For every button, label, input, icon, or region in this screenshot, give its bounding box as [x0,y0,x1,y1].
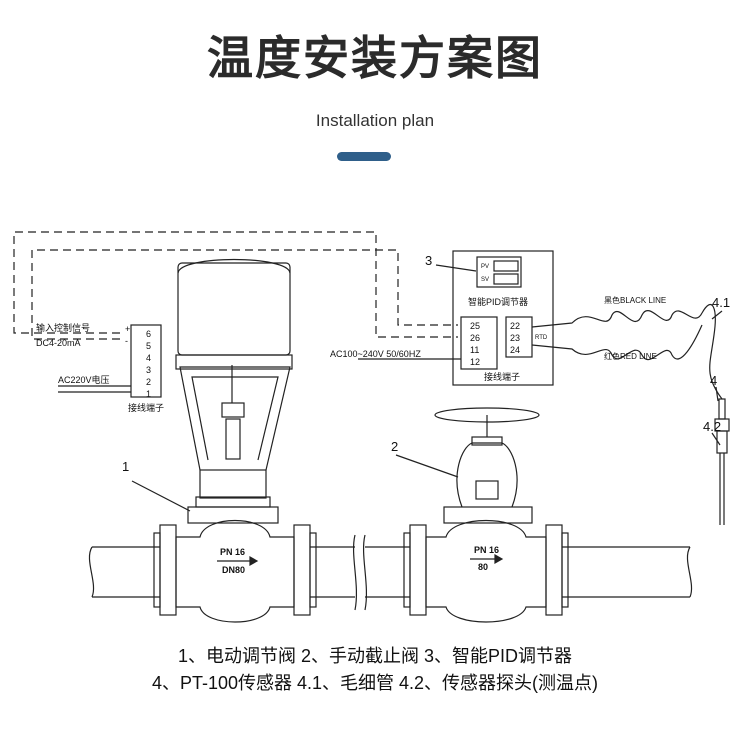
callout-1: 1 [122,459,129,474]
terminal-pin: 4 [146,353,151,363]
callout-2: 2 [391,439,398,454]
terminal-pin: 3 [146,365,151,375]
left-terminal-block [130,324,162,398]
pid-terminal: 24 [510,345,520,355]
pid-display [476,256,522,288]
red-wire-label: 红色RED LINE [604,351,657,361]
pid-power-label: AC100~240V 50/60HZ [330,349,421,359]
sensor-wires [531,310,703,328]
power-label: AC220V电压 [58,374,110,385]
terminal-pin: 6 [146,329,151,339]
manual-valve [403,407,569,623]
pid-pv-label: PV [481,264,489,270]
pid-terminal: 12 [470,357,480,367]
pid-terminal: 26 [470,333,480,343]
black-wire-label: 黑色BLACK LINE [604,295,666,305]
callout-3: 3 [425,253,432,268]
terminal-pin: 1 [146,389,151,399]
pid-terminal: 25 [470,321,480,331]
pid-caption: 智能PID调节器 [468,296,528,307]
accent-bar [337,152,391,161]
left-terminal-caption: 接线端子 [128,402,164,413]
signal-value: DC4-20mA [36,338,81,348]
legend-line-2: 4、PT-100传感器 4.1、毛细管 4.2、传感器探头(测温点) [151,673,599,693]
pipe-left [88,546,355,598]
pipe-right [352,534,693,611]
terminal-pin: 5 [146,341,151,351]
page-title: 温度安装方案图 [207,31,543,85]
pid-controller-box [452,250,554,386]
valve2-dn: 80 [478,562,488,572]
pid-sv-label: SV [481,277,489,283]
callout-4-2: 4.2 [703,419,721,434]
page-subtitle: Installation plan [315,111,435,130]
valve1-pn: PN 16 [220,547,245,557]
plus-sign: + [125,324,130,334]
minus-sign: - [125,336,128,346]
dashed-wiring [13,231,458,340]
valve2-pn: PN 16 [474,545,499,555]
pt100-sensor [714,398,730,525]
electric-valve [153,258,317,623]
signal-label: 输入控制信号 [36,322,90,333]
installation-diagram: 1 2 3 4.1 4 4.2 输入控制信号 DC4-20mA AC220V电压… [13,231,730,623]
callout-4: 4 [710,373,717,388]
pid-terminal-caption: 接线端子 [484,371,520,382]
pid-terminal: 22 [510,321,520,331]
callout-4-1: 4.1 [712,295,730,310]
valve1-dn: DN80 [222,565,245,575]
terminal-pin: 2 [146,377,151,387]
legend-line-1: 1、电动调节阀 2、手动截止阀 3、智能PID调节器 [177,646,573,666]
rtd-label: RTD [535,335,548,341]
pid-terminal: 11 [470,345,479,355]
pid-terminal: 23 [510,333,520,343]
